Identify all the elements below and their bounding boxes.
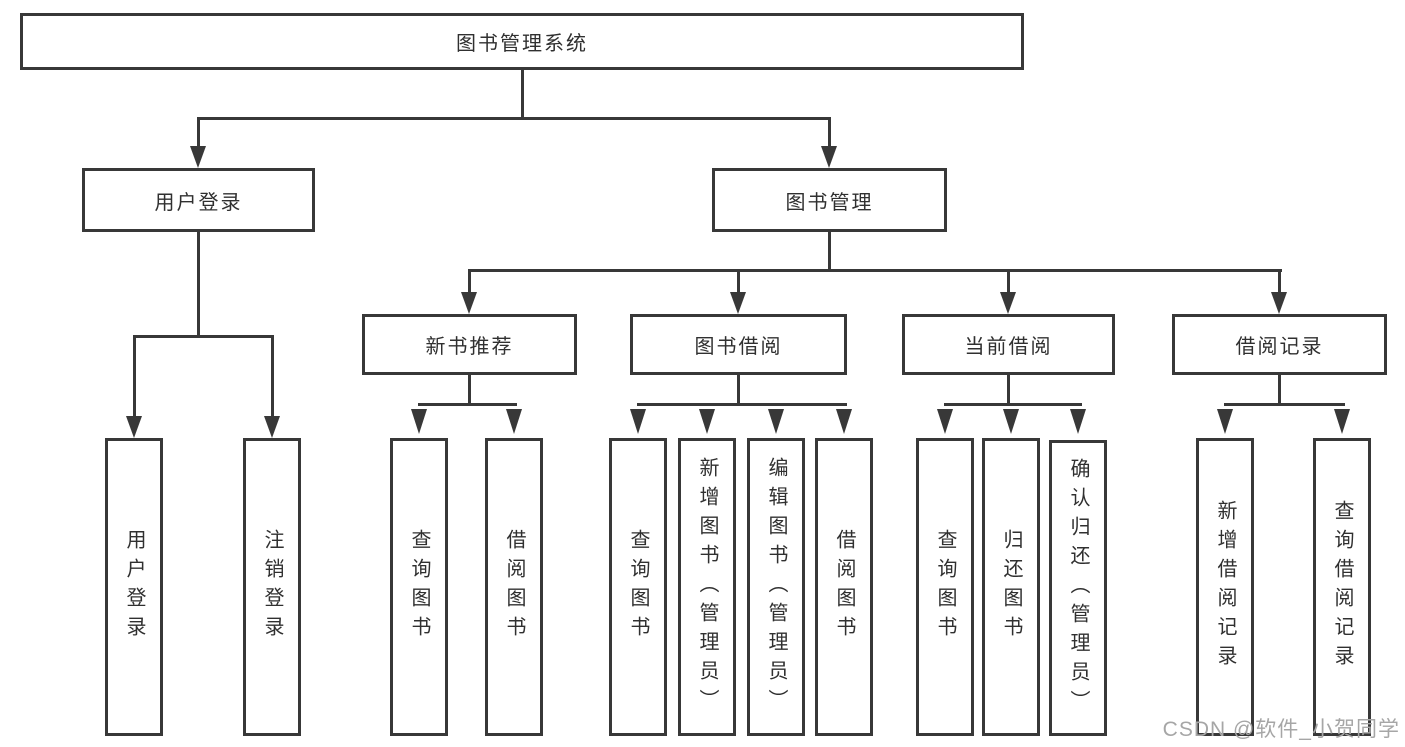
- connector-userlogin-c1: [132, 336, 136, 418]
- leaf-cb-query-book: 查询图书: [916, 438, 974, 736]
- connector-l3-hbar: [467, 268, 1282, 272]
- connector-rec-stem: [467, 375, 471, 405]
- connector-l3-c3: [1006, 270, 1010, 294]
- leaf-br-query-record-label: 查询借阅记录: [1331, 500, 1353, 674]
- leaf-logout-label: 注销登录: [261, 529, 283, 645]
- leaf-bb-add-book-label: 新增图书（管理员）: [696, 456, 718, 718]
- leaf-cb-return-book-label: 归还图书: [1000, 529, 1022, 645]
- leaf-bb-query-book-label: 查询图书: [627, 529, 649, 645]
- leaf-bb-borrow-book: 借阅图书: [815, 438, 873, 736]
- leaf-rec-query-book: 查询图书: [390, 438, 448, 736]
- node-current-borrow: 当前借阅: [902, 314, 1115, 375]
- arrow-down-icon: [937, 409, 953, 434]
- connector-cb-stem: [1006, 375, 1010, 405]
- arrow-down-icon: [821, 146, 837, 168]
- leaf-bb-add-book: 新增图书（管理员）: [678, 438, 736, 736]
- watermark: CSDN @软件_小贺同学: [1162, 718, 1400, 741]
- node-book-borrow: 图书借阅: [630, 314, 847, 375]
- connector-root-stem: [520, 70, 524, 118]
- arrow-down-icon: [699, 409, 715, 434]
- leaf-rec-borrow-book-label: 借阅图书: [503, 529, 525, 645]
- leaf-cb-return-book: 归还图书: [982, 438, 1040, 736]
- connector-userlogin-hbar: [132, 334, 274, 338]
- connector-l2-right-stem: [827, 118, 831, 150]
- leaf-logout: 注销登录: [243, 438, 301, 736]
- arrow-down-icon: [190, 146, 206, 168]
- connector-bb-hbar: [636, 402, 847, 406]
- arrow-down-icon: [1070, 409, 1086, 434]
- connector-rec-hbar: [417, 402, 517, 406]
- arrow-down-icon: [411, 409, 427, 434]
- arrow-down-icon: [1271, 292, 1287, 314]
- leaf-rec-borrow-book: 借阅图书: [485, 438, 543, 736]
- arrow-down-icon: [730, 292, 746, 314]
- connector-l3-c4: [1277, 270, 1281, 294]
- leaf-bb-query-book: 查询图书: [609, 438, 667, 736]
- node-new-book-recommend: 新书推荐: [362, 314, 577, 375]
- connector-l3-c1: [467, 270, 471, 294]
- leaf-bb-edit-book: 编辑图书（管理员）: [747, 438, 805, 736]
- leaf-br-query-record: 查询借阅记录: [1313, 438, 1371, 736]
- arrow-down-icon: [768, 409, 784, 434]
- arrow-down-icon: [264, 416, 280, 438]
- leaf-user-login: 用户登录: [105, 438, 163, 736]
- arrow-down-icon: [506, 409, 522, 434]
- connector-l3-c2: [736, 270, 740, 294]
- connector-cb-hbar: [943, 402, 1082, 406]
- arrow-down-icon: [630, 409, 646, 434]
- connector-bb-stem: [736, 375, 740, 405]
- arrow-down-icon: [836, 409, 852, 434]
- connector-userlogin-c2: [270, 336, 274, 418]
- node-root: 图书管理系统: [20, 13, 1024, 70]
- arrow-down-icon: [1000, 292, 1016, 314]
- connector-userlogin-stem: [196, 232, 200, 338]
- leaf-cb-confirm-return-label: 确认归还（管理员）: [1067, 457, 1089, 719]
- leaf-rec-query-book-label: 查询图书: [408, 529, 430, 645]
- connector-l2-hbar: [196, 116, 831, 120]
- arrow-down-icon: [1334, 409, 1350, 434]
- node-borrow-record: 借阅记录: [1172, 314, 1387, 375]
- connector-br-stem: [1277, 375, 1281, 405]
- leaf-bb-edit-book-label: 编辑图书（管理员）: [765, 456, 787, 718]
- arrow-down-icon: [1003, 409, 1019, 434]
- connector-bookmgmt-stem: [827, 232, 831, 271]
- leaf-br-add-record: 新增借阅记录: [1196, 438, 1254, 736]
- leaf-bb-borrow-book-label: 借阅图书: [833, 529, 855, 645]
- node-user-login: 用户登录: [82, 168, 315, 232]
- connector-l2-left-stem: [196, 118, 200, 150]
- arrow-down-icon: [126, 416, 142, 438]
- leaf-br-add-record-label: 新增借阅记录: [1214, 500, 1236, 674]
- leaf-cb-query-book-label: 查询图书: [934, 529, 956, 645]
- leaf-cb-confirm-return: 确认归还（管理员）: [1049, 440, 1107, 736]
- node-book-management: 图书管理: [712, 168, 947, 232]
- arrow-down-icon: [1217, 409, 1233, 434]
- leaf-user-login-label: 用户登录: [123, 529, 145, 645]
- connector-br-hbar: [1223, 402, 1345, 406]
- arrow-down-icon: [461, 292, 477, 314]
